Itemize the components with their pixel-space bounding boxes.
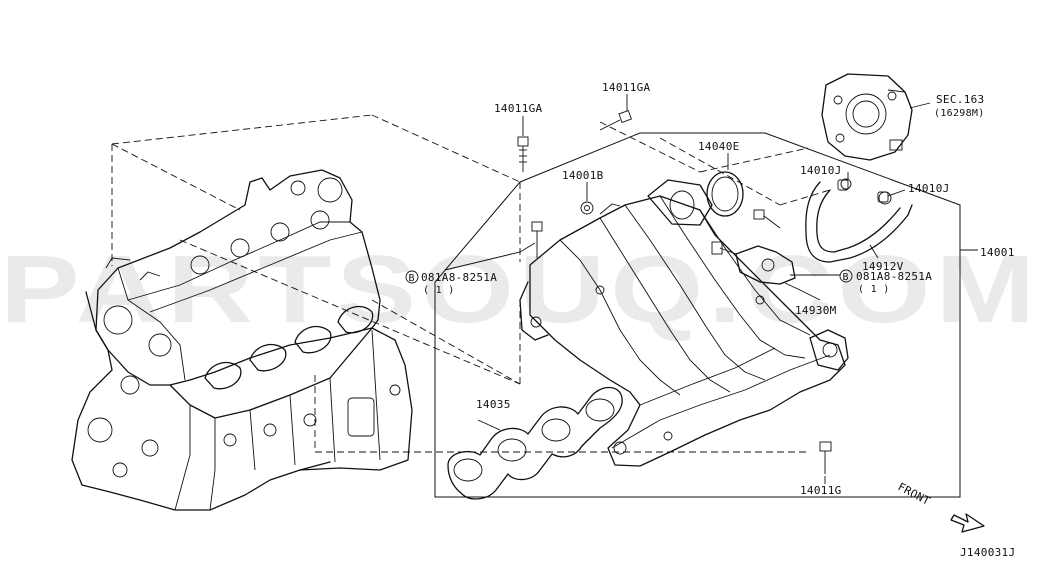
bolt-14011GA-right xyxy=(599,109,632,131)
callout-bolt-right: B 081A8-8251A ( 1 ) xyxy=(839,269,932,295)
engine-block xyxy=(71,169,413,511)
label-14011GA-left: 14011GA xyxy=(494,102,543,115)
label-081A8-8251A-right: 081A8-8251A xyxy=(856,270,932,283)
intake-gasket xyxy=(447,386,623,500)
label-qty-right: ( 1 ) xyxy=(858,284,890,295)
stud-14001B xyxy=(580,201,594,215)
bolt-081A8-right xyxy=(753,209,781,229)
label-sec-163: SEC.163 xyxy=(936,93,984,106)
o-ring xyxy=(706,171,744,217)
projection-lines xyxy=(111,114,831,453)
label-14010J-right: 14010J xyxy=(908,182,950,195)
label-081A8-8251A-left: 081A8-8251A xyxy=(421,271,497,284)
label-14010J-left: 14010J xyxy=(800,164,842,177)
front-indicator: FRONT xyxy=(896,480,985,533)
intake-manifold xyxy=(519,179,849,467)
map-sensor xyxy=(711,241,796,285)
hose-clamp-right xyxy=(877,191,889,203)
bolt-symbol-left: B xyxy=(409,273,415,284)
bolt-14011GA-left xyxy=(517,136,529,172)
diagram-id: J140031J xyxy=(960,546,1015,559)
watermark: PARTSOUQ.COM xyxy=(0,236,1040,343)
label-14011G: 14011G xyxy=(800,484,842,497)
bolt-14011G xyxy=(819,441,832,474)
label-14011GA-right: 14011GA xyxy=(602,81,651,94)
label-qty-left: ( 1 ) xyxy=(423,285,455,296)
label-14912V: 14912V xyxy=(862,260,904,273)
callout-bolt-left: B 081A8-8251A ( 1 ) xyxy=(405,270,497,296)
front-label: FRONT xyxy=(896,480,933,508)
bolt-symbol-right: B xyxy=(843,272,849,283)
label-14001: 14001 xyxy=(980,246,1015,259)
label-14040E: 14040E xyxy=(698,140,740,153)
manifold-frame xyxy=(434,132,961,498)
label-14001B: 14001B xyxy=(562,169,604,182)
leader-lines xyxy=(444,94,978,484)
throttle-body xyxy=(821,73,913,161)
label-sec-163-sub: (16298M) xyxy=(934,108,985,119)
hose-clamp-left xyxy=(837,179,849,191)
label-14930M: 14930M xyxy=(795,304,837,317)
bolt-081A8-left xyxy=(531,221,543,258)
front-arrow-icon xyxy=(950,513,985,533)
label-14035: 14035 xyxy=(476,398,511,411)
